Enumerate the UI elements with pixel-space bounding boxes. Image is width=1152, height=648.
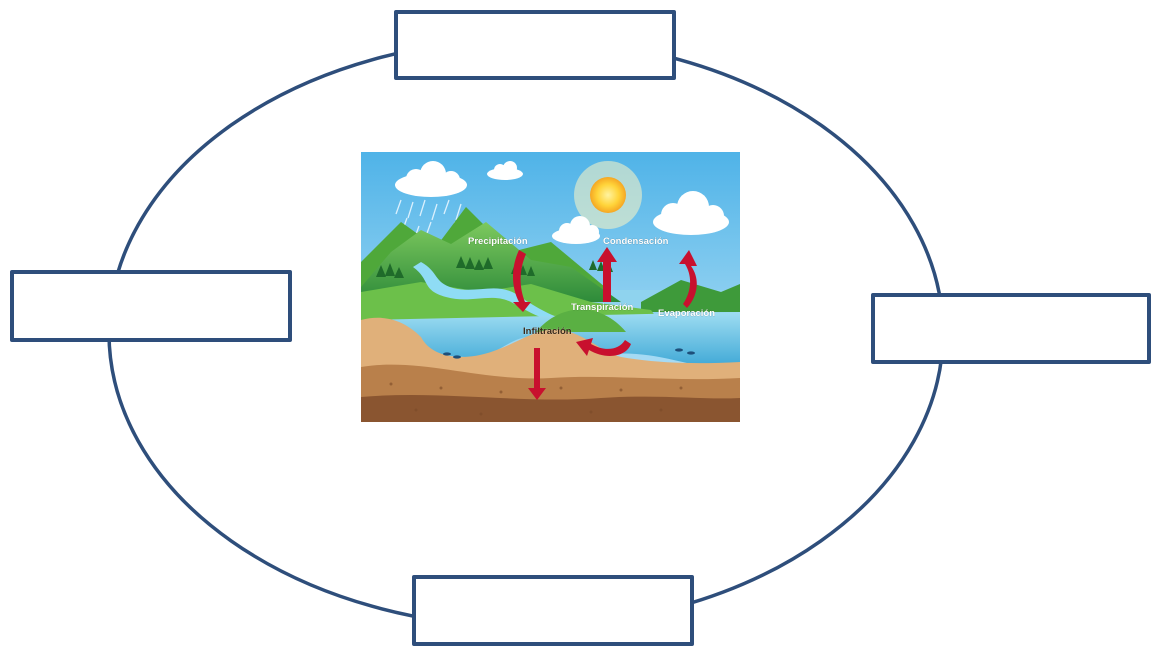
label-evaporation: Evaporación [658,308,715,319]
label-infiltration: Infiltración [523,326,572,337]
answer-box-right[interactable] [871,293,1151,364]
answer-box-top[interactable] [394,10,676,80]
sun-icon [590,177,626,213]
water-cycle-illustration: Precipitación Condensación Transpiración… [361,152,740,422]
label-transpiration: Transpiración [571,302,633,313]
label-precipitation: Precipitación [468,236,528,247]
answer-box-left[interactable] [10,270,292,342]
answer-box-bottom[interactable] [412,575,694,646]
label-condensation: Condensación [603,236,669,247]
